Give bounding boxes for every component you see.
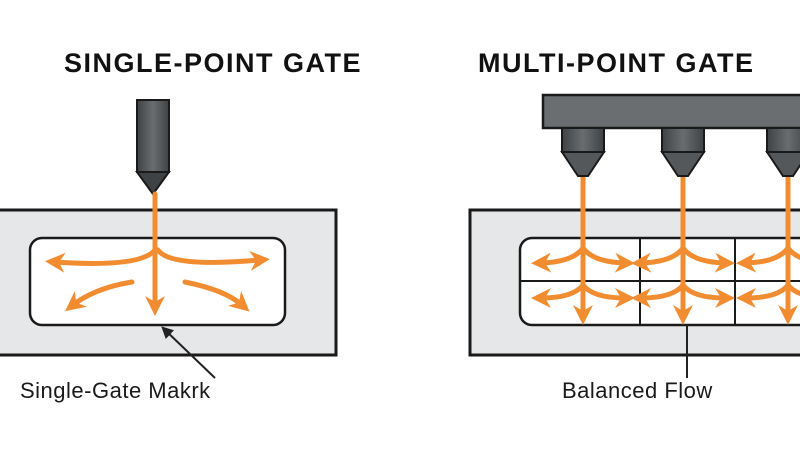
flow-arrows (736, 173, 800, 325)
manifold-bar (541, 93, 800, 130)
single-point-title: SINGLE-POINT GATE (64, 48, 362, 78)
flow-arrows (45, 191, 270, 316)
nozzle-icon (135, 99, 171, 196)
pointer-line (161, 326, 216, 379)
nozzle-icon (660, 127, 706, 177)
nozzle-icon (765, 127, 800, 177)
nozzle-icon (560, 127, 606, 177)
single-point-panel: SINGLE-POINT GATE Single-Gate Makrk (0, 48, 362, 403)
flow-arrows (531, 173, 635, 325)
single-gate-label: Single-Gate Makrk (20, 378, 211, 403)
balanced-flow-label: Balanced Flow (562, 378, 713, 403)
flow-arrows (631, 173, 735, 325)
multi-point-title: MULTI-POINT GATE (478, 48, 754, 78)
cavity-grid (520, 238, 800, 325)
multi-point-panel: MULTI-POINT GATE Balanced Flow (468, 48, 800, 403)
